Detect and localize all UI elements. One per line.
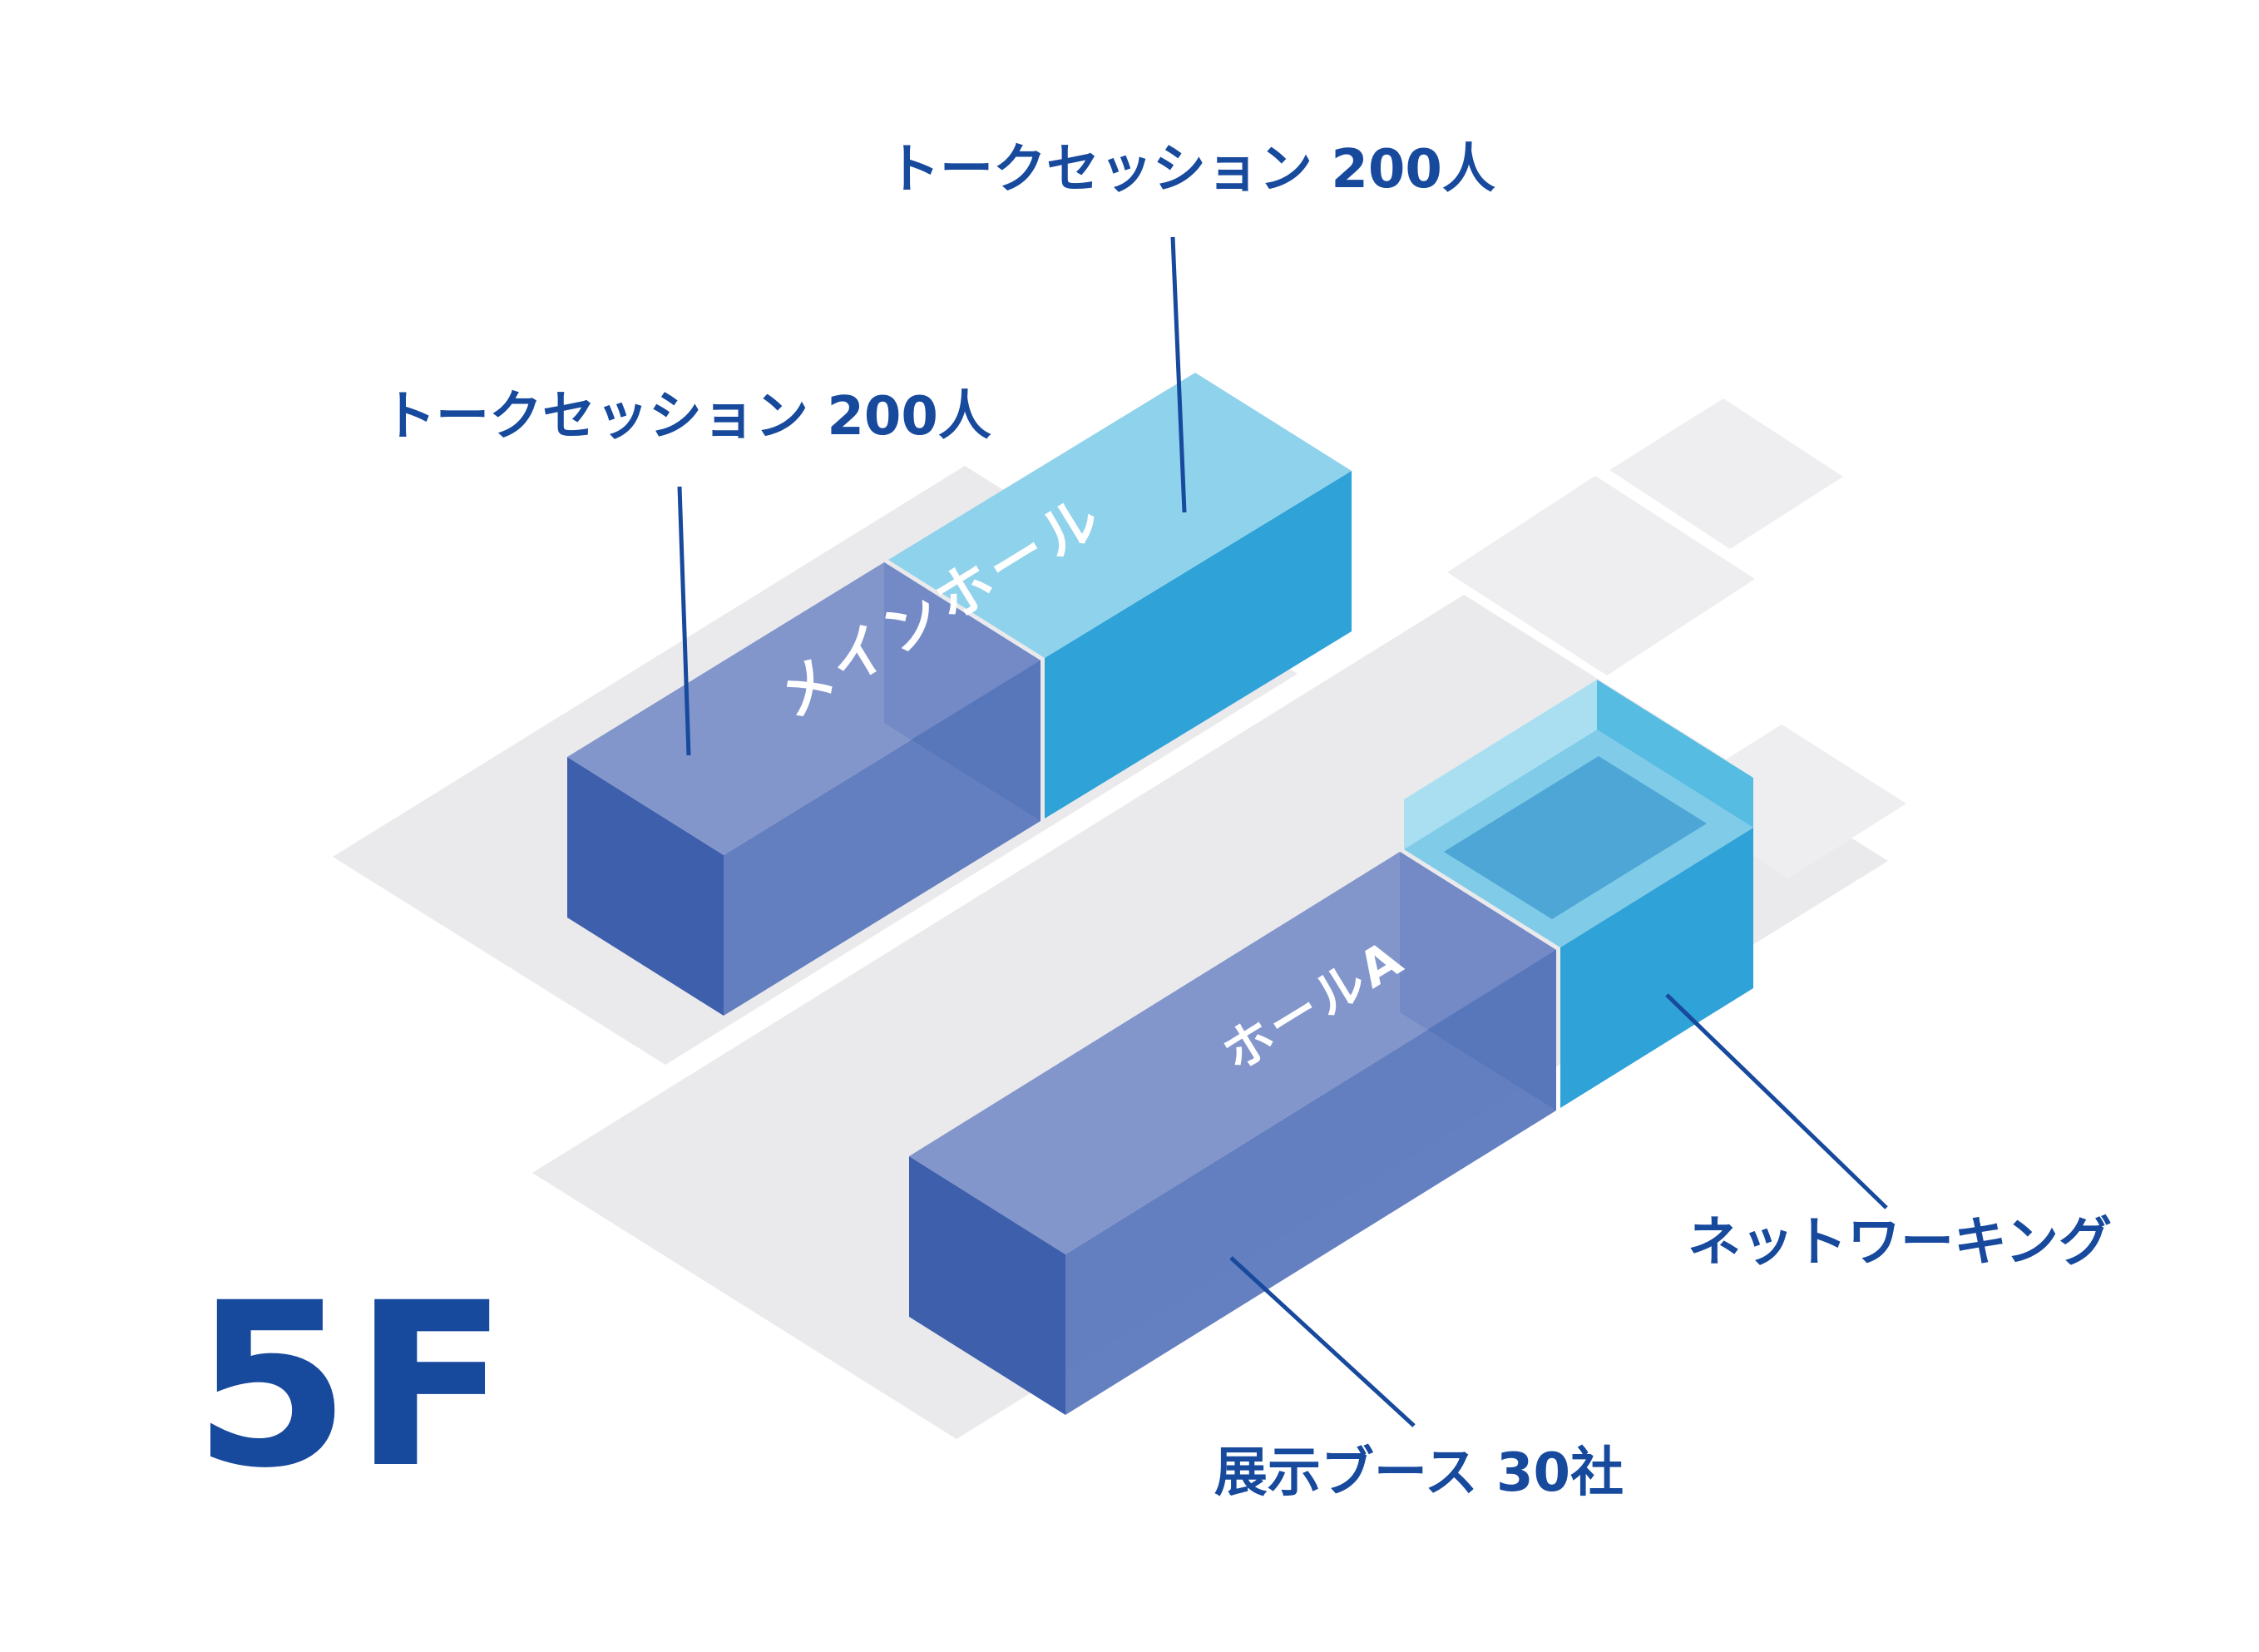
- main-hall-end-face: [567, 757, 724, 1016]
- label-networking: ネットワーキング: [1688, 1212, 2112, 1274]
- floor-plate-section-b: [1609, 398, 1843, 549]
- networking-back-wall: [1404, 680, 1597, 849]
- hall-a-box: ホールA: [909, 680, 1753, 1415]
- leader-line-networking: [1665, 993, 1888, 1209]
- floor-plate-section-a: [1447, 476, 1755, 675]
- label-talk-session-left: トークセッション 200人: [383, 386, 991, 448]
- label-talk-session-top: トークセッション 200人: [887, 139, 1495, 200]
- label-exhibit-booth: 展示ブース 30社: [1214, 1442, 1624, 1504]
- hall-a-top-face: [909, 852, 1556, 1254]
- leader-lines: [677, 236, 1888, 1427]
- hall-a-end-face: [909, 1156, 1065, 1415]
- networking-inner-floor: [1444, 756, 1707, 919]
- networking-front-face: [1560, 828, 1753, 1108]
- main-hall-front-face: [724, 660, 1041, 1016]
- main-hall-top-face: [567, 562, 1041, 855]
- leader-line-talk-left: [677, 486, 691, 756]
- main-hall-session-top-face: [888, 373, 1352, 658]
- leader-line-exhibit: [1229, 1256, 1416, 1427]
- networking-end-wall: [1597, 680, 1753, 828]
- floor-label: 5F: [193, 1255, 512, 1518]
- annotation-labels: トークセッション 200人 トークセッション 200人 ネットワーキング 展示ブ…: [193, 139, 2112, 1518]
- leader-line-talk-top: [1170, 236, 1187, 513]
- hall-a-front-face: [1065, 950, 1556, 1415]
- main-hall-session-front-face: [1045, 471, 1352, 819]
